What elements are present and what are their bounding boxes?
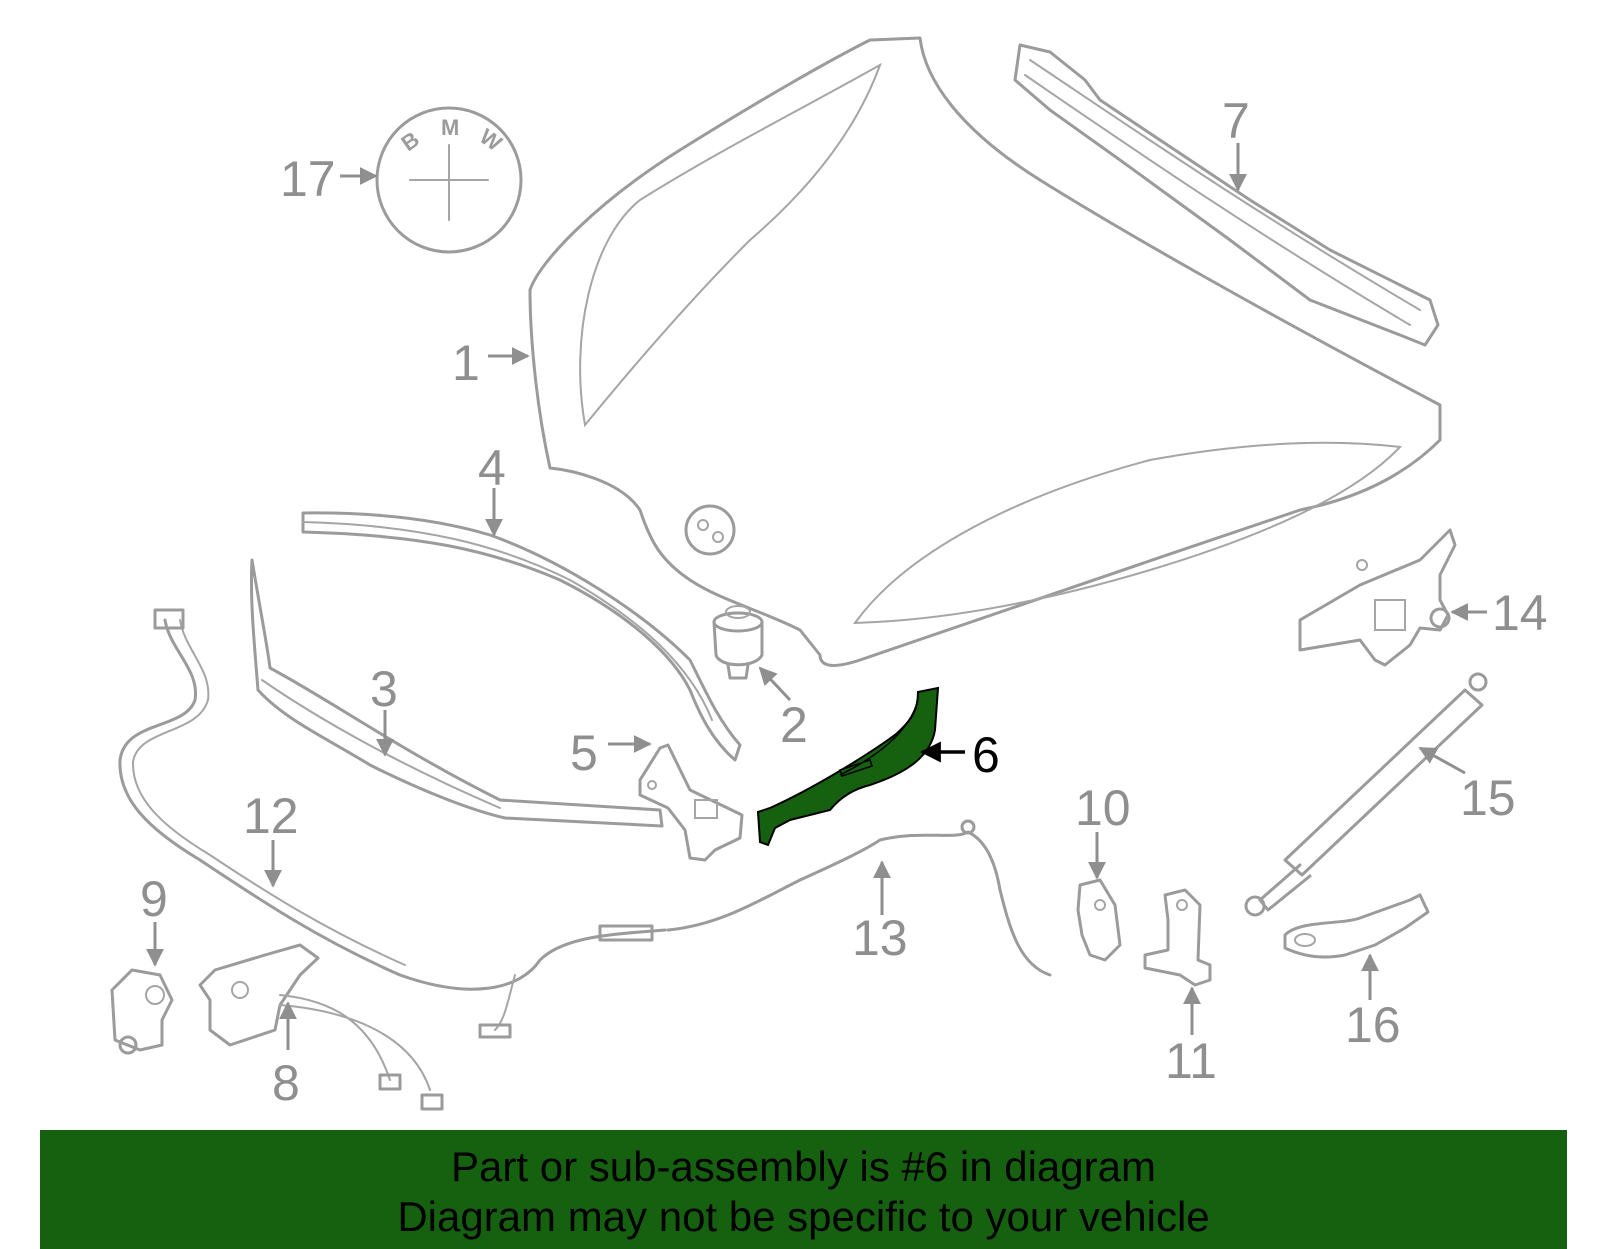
- release-cable-front-part: [118, 608, 642, 1039]
- callout-8: 8: [272, 1055, 300, 1111]
- arrow-2: [758, 666, 792, 702]
- arrow-15: [1418, 746, 1466, 775]
- hood-support-rail-part: [1013, 43, 1440, 347]
- callout-11: 11: [1165, 1033, 1217, 1089]
- callout-10: 10: [1075, 780, 1131, 836]
- release-cable-rear-part: [598, 819, 1052, 977]
- callout-5: 5: [570, 725, 598, 781]
- parts-diagram: B M W 17 1 7 4 2 3 5 6 12 9 8 13 10 11 1…: [110, 36, 1548, 1111]
- callout-4: 4: [478, 440, 506, 496]
- emblem-letter-b: B: [397, 127, 424, 157]
- callout-14: 14: [1492, 585, 1548, 641]
- support-bracket-part: [1283, 893, 1430, 959]
- lift-support-part: [1244, 672, 1488, 917]
- hood-lock-part: [198, 943, 444, 1111]
- lower-seal-part: [249, 558, 664, 828]
- hood-hinge-part: [1298, 528, 1457, 667]
- callout-12: 12: [243, 788, 299, 844]
- callout-17: 17: [280, 151, 336, 207]
- callout-2: 2: [780, 697, 808, 753]
- hood-part: [528, 36, 1442, 667]
- highlighted-part-6: [756, 686, 940, 847]
- banner-line-2: Diagram may not be specific to your vehi…: [397, 1193, 1210, 1240]
- bracket-part: [638, 743, 744, 862]
- info-banner: Part or sub-assembly is #6 in diagram Di…: [40, 1130, 1567, 1249]
- upper-seal-part: [301, 511, 742, 762]
- release-lever-part: [1143, 888, 1212, 987]
- lock-bracket-part: [110, 968, 174, 1055]
- callout-13: 13: [852, 910, 908, 966]
- callout-16: 16: [1345, 997, 1401, 1053]
- callout-15: 15: [1460, 770, 1516, 826]
- emblem-letter-w: W: [475, 124, 507, 157]
- emblem-letter-m: M: [441, 115, 459, 140]
- callout-3: 3: [370, 661, 398, 717]
- release-handle-part: [1076, 878, 1122, 962]
- banner-line-1: Part or sub-assembly is #6 in diagram: [451, 1143, 1156, 1190]
- callout-9: 9: [140, 871, 168, 927]
- hood-bumper-part: [712, 605, 764, 680]
- callout-6: 6: [972, 727, 1000, 783]
- callout-1: 1: [452, 335, 480, 391]
- callout-7: 7: [1222, 93, 1250, 149]
- emblem-part: B M W: [375, 106, 523, 254]
